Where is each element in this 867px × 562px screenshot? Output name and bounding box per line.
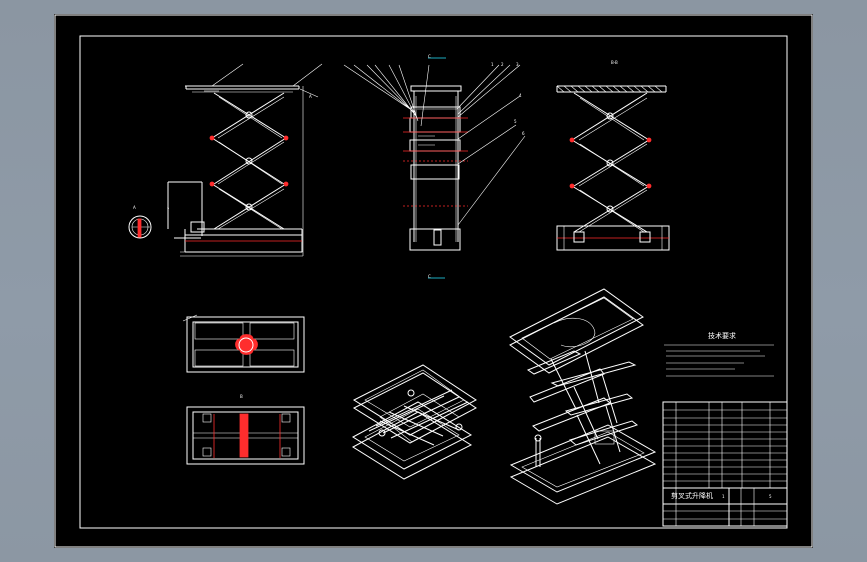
technical-requirements-block: 技术要求 <box>664 331 774 377</box>
side-view-icon[interactable]: C C 1 2 3 4 5 6 <box>343 54 526 279</box>
sheet-inner-border <box>79 35 788 529</box>
svg-text:C: C <box>428 274 431 279</box>
svg-text:A: A <box>309 94 312 99</box>
folded-iso-icon[interactable] <box>352 364 477 480</box>
svg-text:A: A <box>133 205 136 210</box>
svg-text:1: 1 <box>491 62 494 67</box>
extended-iso-icon[interactable] <box>509 288 657 505</box>
technical-requirements-title: 技术要求 <box>708 331 736 340</box>
title-block-icon[interactable]: 剪叉式升降机 1 5 <box>662 401 788 527</box>
svg-text:C: C <box>428 54 431 59</box>
svg-text:B: B <box>240 394 243 399</box>
svg-text:3: 3 <box>516 62 519 67</box>
svg-text:4: 4 <box>519 93 522 98</box>
base-plan-icon[interactable]: B <box>186 394 305 465</box>
cad-drawing-svg[interactable]: A <box>54 14 813 548</box>
front-view-icon[interactable]: A <box>128 63 323 257</box>
svg-text:5: 5 <box>769 494 772 499</box>
title-block-title: 剪叉式升降机 <box>671 491 713 500</box>
drawing-sheet[interactable]: A <box>54 14 813 548</box>
svg-text:?: ? <box>167 207 169 212</box>
svg-text:2: 2 <box>501 62 504 67</box>
svg-text:1: 1 <box>722 494 725 499</box>
platform-plan-icon[interactable] <box>182 314 305 373</box>
svg-text:6: 6 <box>522 131 525 136</box>
svg-text:5: 5 <box>514 119 517 124</box>
svg-text:B-B: B-B <box>611 60 618 65</box>
sheet-outer-border <box>54 14 813 548</box>
right-view-icon[interactable]: B-B <box>556 60 670 251</box>
